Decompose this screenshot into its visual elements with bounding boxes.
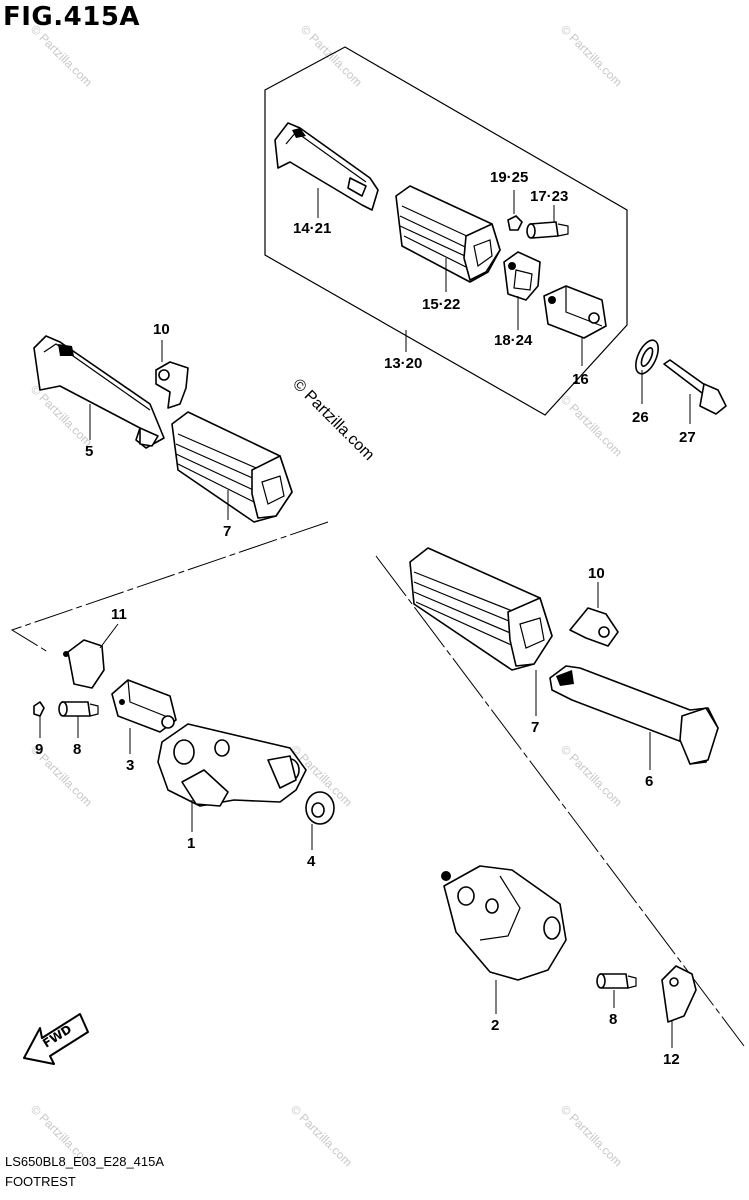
fwd-arrow: FWD [23, 1013, 89, 1065]
callout-10-right: 10 [588, 565, 605, 582]
callout-26: 26 [632, 409, 649, 426]
center-watermark-text: © Partzilla.com [289, 376, 377, 464]
kit-frame-13-20 [264, 46, 628, 416]
callout-6: 6 [645, 773, 653, 790]
part-9-nut [33, 701, 45, 717]
watermark-text: © Partzilla.com [288, 1102, 355, 1169]
callout-12: 12 [663, 1051, 680, 1068]
leader-lines [39, 188, 691, 1048]
centerline-right [375, 555, 745, 1047]
part-10-clip [155, 361, 189, 409]
part-17-23-pin [526, 221, 569, 239]
part-2-bracket [441, 865, 567, 981]
callout-8-right: 8 [609, 1011, 617, 1028]
callout-27: 27 [679, 429, 696, 446]
callout-14-21: 14·21 [293, 220, 331, 237]
figure-caption: FOOTREST [5, 1174, 76, 1189]
part-7-rubber-right [409, 547, 553, 671]
part-4-bushing [305, 791, 335, 825]
part-11-cover [63, 639, 105, 689]
part-10-clip-right [569, 607, 619, 647]
callout-7-right: 7 [531, 719, 539, 736]
part-19-25-nut [507, 215, 523, 231]
figure-title: FIG.415A [3, 2, 141, 32]
part-1-bracket [157, 723, 307, 807]
part-3-block [111, 679, 177, 733]
part-14-21-bracket [274, 122, 379, 211]
part-8-pin-left [58, 701, 99, 717]
part-15-22-rubber [395, 185, 501, 283]
part-27-bolt [663, 359, 727, 415]
callout-labels: 14·21 15·22 13·20 19·25 17·23 18·24 16 2… [35, 169, 696, 1068]
part-16-block [543, 285, 607, 339]
watermark-text: © Partzilla.com [28, 22, 95, 89]
callout-9: 9 [35, 741, 43, 758]
watermark-text: © Partzilla.com [558, 22, 625, 89]
callout-16: 16 [572, 371, 589, 388]
callout-1: 1 [187, 835, 195, 852]
callout-17-23: 17·23 [530, 188, 568, 205]
watermark-text: © Partzilla.com [298, 22, 365, 89]
callout-11: 11 [111, 606, 127, 623]
watermark-text: © Partzilla.com [558, 392, 625, 459]
watermark-text: © Partzilla.com [558, 1102, 625, 1169]
part-7-rubber-left [171, 411, 293, 523]
callout-7-left: 7 [223, 523, 231, 540]
callout-18-24: 18·24 [494, 332, 533, 349]
part-18-24-plate [503, 251, 541, 301]
callout-5: 5 [85, 443, 93, 460]
part-5-bracket [33, 335, 165, 449]
part-26-washer [635, 339, 659, 375]
callout-19-25: 19·25 [490, 169, 528, 186]
part-12-cover [661, 965, 697, 1023]
part-6-bracket [549, 665, 719, 765]
figure-code: LS650BL8_E03_E28_415A [5, 1154, 165, 1169]
part-8-pin-right [596, 973, 637, 989]
callout-10-upper: 10 [153, 321, 170, 338]
callout-4: 4 [307, 853, 316, 870]
callout-8-left: 8 [73, 741, 81, 758]
callout-13-20: 13·20 [384, 355, 422, 372]
callout-3: 3 [126, 757, 134, 774]
centerline-left [10, 521, 329, 653]
callout-2: 2 [491, 1017, 499, 1034]
callout-15-22: 15·22 [422, 296, 460, 313]
watermark-text: © Partzilla.com [558, 742, 625, 809]
